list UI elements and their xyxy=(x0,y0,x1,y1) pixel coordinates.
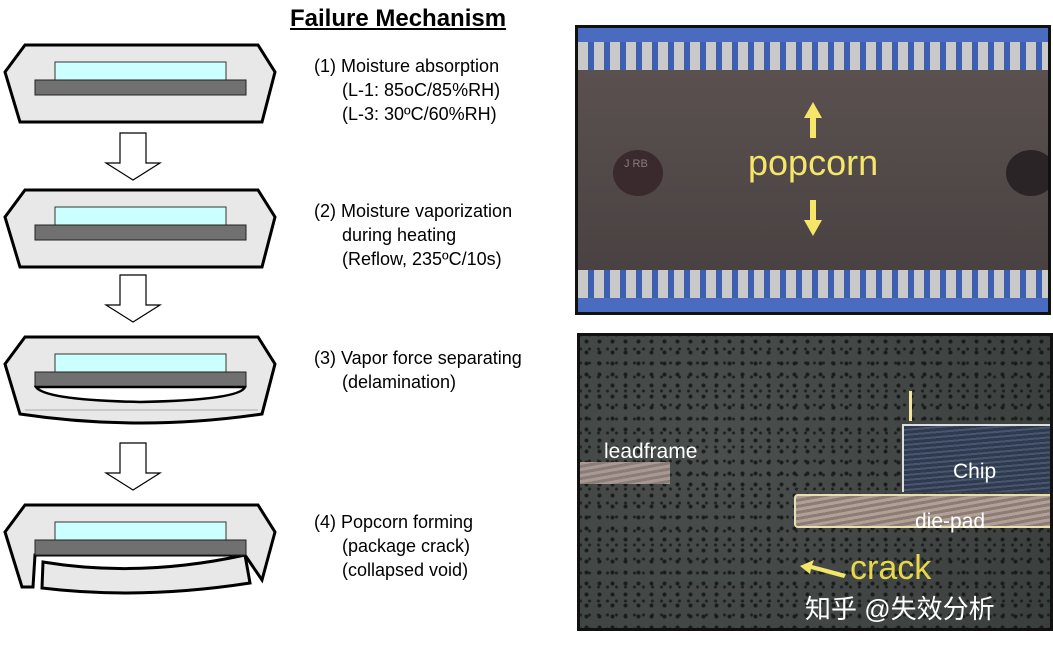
step-4-label: (4) Popcorn forming xyxy=(314,512,474,532)
leadframe-label: leadframe xyxy=(604,440,698,463)
arrow-down-icon xyxy=(105,132,161,181)
step-3-detail: (delamination) xyxy=(342,372,457,392)
bottom-tape xyxy=(578,298,1048,312)
package-stage-3 xyxy=(3,335,277,425)
package-stage-2 xyxy=(3,188,277,269)
bond-wire xyxy=(909,391,912,421)
package-diagrams xyxy=(3,43,277,595)
step-3: (3) Vapor force separating (delamination… xyxy=(314,346,522,394)
cross-section-photo: leadframe Chip die-pad crack 知乎 @失效分析 xyxy=(577,333,1053,631)
package-stage-1 xyxy=(3,43,277,124)
step-2-label: (2) Moisture vaporization xyxy=(314,201,513,221)
step-3-label: (3) Vapor force separating xyxy=(314,348,522,368)
watermark: 知乎 @失效分析 xyxy=(805,594,995,624)
popcorn-label: popcorn xyxy=(748,142,879,183)
die-pad xyxy=(794,494,1050,528)
chip-label: Chip xyxy=(953,460,997,483)
arrow-left-icon xyxy=(800,560,846,578)
top-tape xyxy=(578,28,1048,42)
step-1: (1) Moisture absorption (L-1: 85oC/85%RH… xyxy=(314,54,500,126)
package-marking: J RB xyxy=(624,158,648,170)
step-2-detail: during heating xyxy=(342,225,457,245)
popcorn-package-photo: J RB popcorn xyxy=(575,25,1051,315)
die-pad-label: die-pad xyxy=(915,510,986,533)
step-1-detail: (L-3: 30ºC/60%RH) xyxy=(342,104,497,124)
step-4-detail: (collapsed void) xyxy=(342,560,469,580)
arrow-down-icon xyxy=(105,442,161,491)
chip xyxy=(902,424,1050,492)
arrow-down-icon xyxy=(105,274,161,323)
leadframe xyxy=(580,462,670,484)
pin1-marker xyxy=(613,150,663,196)
step-4: (4) Popcorn forming (package crack) (col… xyxy=(314,510,473,582)
step-1-label: (1) Moisture absorption xyxy=(314,56,500,76)
step-1-detail: (L-1: 85oC/85%RH) xyxy=(342,80,501,100)
crack-label: crack xyxy=(850,549,932,587)
package-stage-4 xyxy=(3,503,277,595)
step-2: (2) Moisture vaporization during heating… xyxy=(314,199,512,271)
arrow-up-down-icon xyxy=(804,102,822,236)
page-title: Failure Mechanism xyxy=(290,5,507,32)
step-4-detail: (package crack) xyxy=(342,536,471,556)
step-2-detail: (Reflow, 235ºC/10s) xyxy=(342,249,502,269)
ejector-marker xyxy=(1006,150,1048,196)
